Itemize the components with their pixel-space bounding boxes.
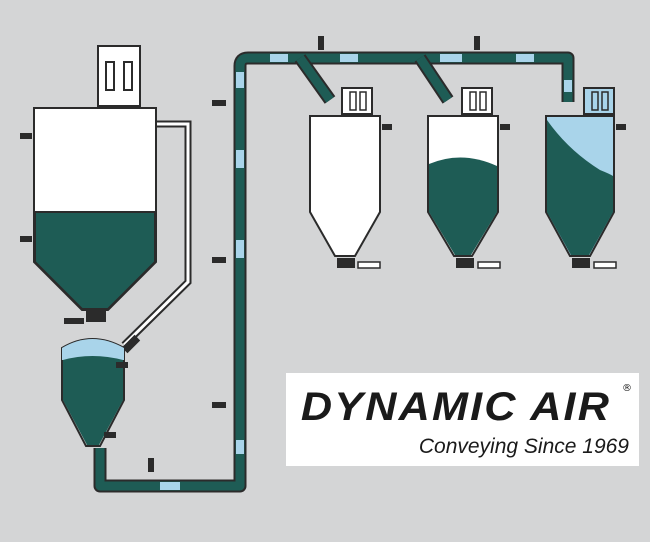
vent-line [121, 120, 192, 354]
receiver-1 [309, 87, 392, 269]
receiver-2 [427, 87, 510, 269]
receiver-3 [545, 87, 626, 269]
brand-tagline: Conveying Since 1969 [418, 435, 629, 458]
brand-name: DYNAMIC AIR [300, 385, 612, 429]
storage-silo [20, 45, 157, 324]
transporter-vessel [61, 338, 128, 447]
conveying-pipeline [93, 36, 575, 493]
brand-logo-box: DYNAMIC AIR ® Conveying Since 1969 [286, 373, 639, 466]
registered-mark: ® [622, 383, 632, 394]
